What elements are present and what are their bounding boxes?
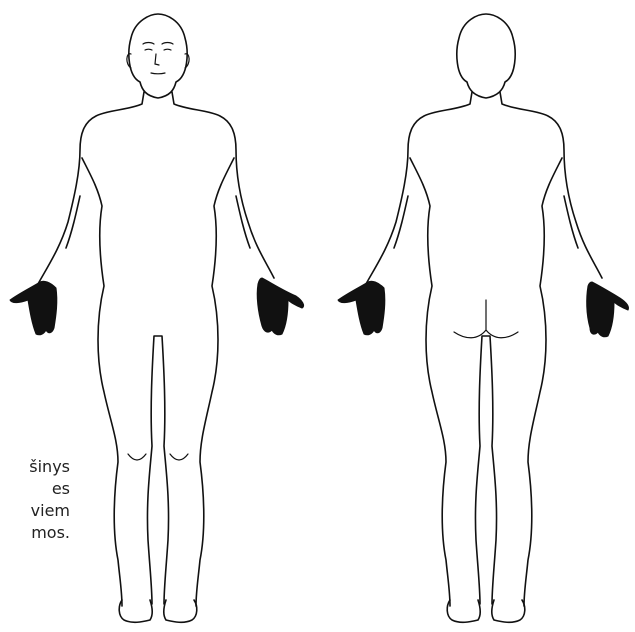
front-right-foot — [164, 600, 197, 622]
back-head — [457, 14, 515, 98]
front-body-outline — [38, 92, 274, 606]
caption-line-1: šinys — [0, 456, 70, 478]
caption-text: šinys es viem mos. — [0, 456, 70, 544]
caption-line-2: es — [0, 478, 70, 500]
back-right-hand — [587, 282, 629, 337]
back-left-foot — [447, 600, 480, 622]
front-right-hand — [257, 278, 303, 335]
front-face — [143, 43, 173, 74]
back-body-figure — [338, 14, 629, 622]
caption-line-4: mos. — [0, 522, 70, 544]
back-buttocks — [454, 300, 518, 338]
front-inner-legs — [147, 336, 168, 604]
front-left-hand — [10, 281, 57, 335]
caption-line-3: viem — [0, 500, 70, 522]
back-body-outline — [366, 92, 602, 606]
front-head — [129, 14, 187, 98]
back-inner-legs — [475, 336, 496, 604]
back-left-hand — [338, 281, 385, 335]
front-left-foot — [119, 600, 152, 622]
back-right-foot — [492, 600, 525, 622]
